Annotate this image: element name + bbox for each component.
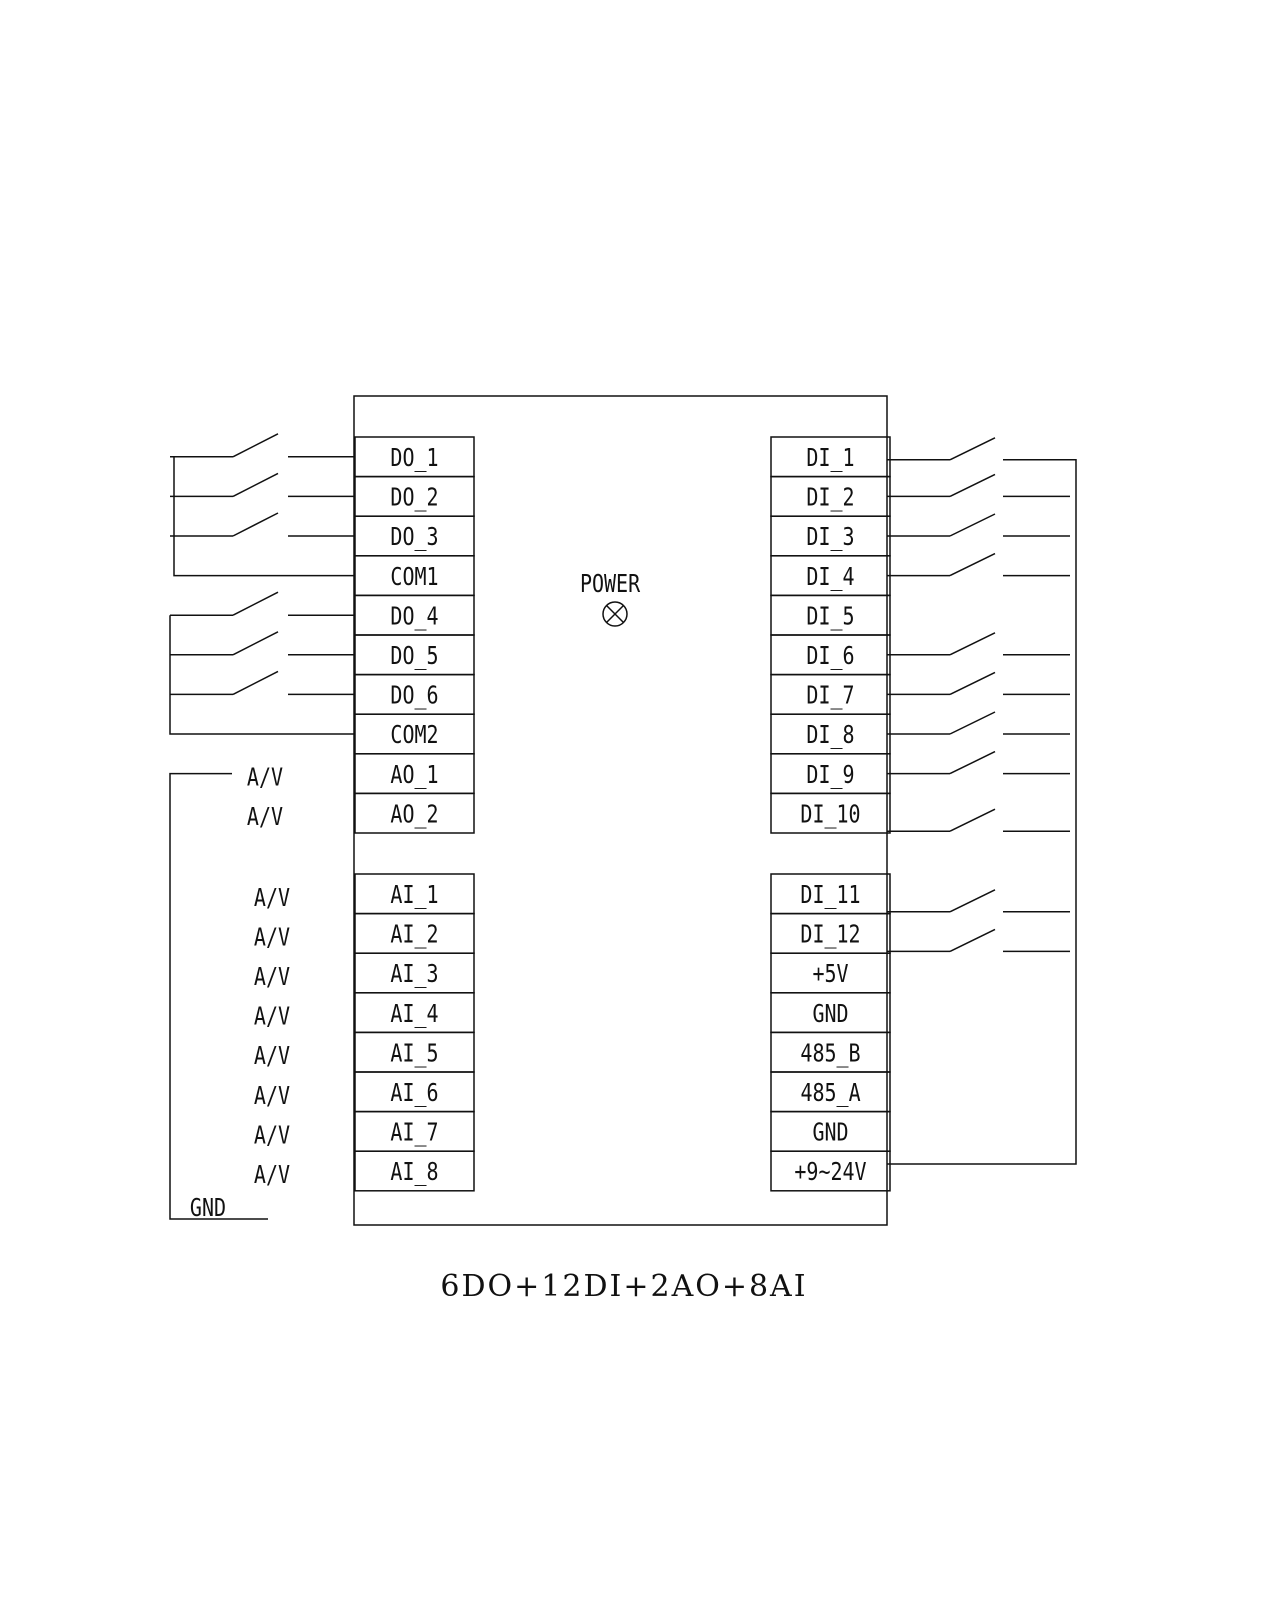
diagram-caption: 6DO+12DI+2AO+8AI	[440, 1269, 807, 1304]
analog-signal-label: A/V	[254, 884, 290, 913]
right-terminal: GND	[770, 992, 891, 1034]
left-terminal: DO_3	[354, 515, 475, 557]
terminal-label: DI_5	[806, 602, 854, 631]
terminal-label: DI_12	[800, 921, 860, 950]
right-terminal: DI_8	[770, 713, 891, 755]
terminal-label: AO_1	[390, 761, 438, 790]
power-lamp-icon	[602, 601, 628, 627]
left-terminal: AI_3	[354, 952, 475, 994]
terminal-label: DO_1	[390, 444, 438, 473]
terminal-label: AI_8	[390, 1158, 438, 1187]
left-terminal: DO_5	[354, 634, 475, 676]
right-terminal: DI_5	[770, 594, 891, 636]
terminal-label: +9~24V	[794, 1158, 866, 1187]
left-terminal: DO_4	[354, 594, 475, 636]
terminal-label: DO_4	[390, 602, 438, 631]
terminal-label: DO_6	[390, 682, 438, 711]
right-terminal: 485_B	[770, 1031, 891, 1073]
right-terminal: DI_11	[770, 873, 891, 915]
terminal-label: DI_10	[800, 800, 860, 829]
left-terminal: COM1	[354, 555, 475, 597]
terminal-label: DI_2	[806, 484, 854, 513]
power-label: POWER	[580, 570, 641, 599]
left-terminal: AO_2	[354, 792, 475, 834]
terminal-label: AI_2	[390, 921, 438, 950]
terminal-label: AI_4	[390, 1000, 438, 1029]
right-terminal: DI_4	[770, 555, 891, 597]
right-terminal: DI_1	[770, 436, 891, 478]
right-terminal: GND	[770, 1110, 891, 1152]
left-terminal: DO_6	[354, 673, 475, 715]
left-terminal: COM2	[354, 713, 475, 755]
left-terminal: AI_2	[354, 912, 475, 954]
terminal-label: DI_6	[806, 642, 854, 671]
terminal-label: DO_5	[390, 642, 438, 671]
analog-signal-label: A/V	[254, 1042, 290, 1071]
terminal-label: 485_A	[800, 1079, 861, 1108]
terminal-label: AO_2	[390, 800, 438, 829]
right-terminal: DI_6	[770, 634, 891, 676]
terminal-label: DO_3	[390, 523, 438, 552]
left-terminal: AI_8	[354, 1150, 475, 1192]
left-terminal: AI_5	[354, 1031, 475, 1073]
terminal-label: GND	[812, 1000, 848, 1029]
right-terminal: +5V	[770, 952, 891, 994]
terminal-label: DI_9	[806, 761, 854, 790]
left-terminal: AI_1	[354, 873, 475, 915]
terminal-label: DI_7	[806, 682, 854, 711]
gnd-label: GND	[190, 1194, 226, 1223]
analog-signal-label: A/V	[254, 1003, 290, 1032]
right-terminal: DI_10	[770, 792, 891, 834]
right-terminal: 485_A	[770, 1071, 891, 1113]
terminal-label: COM2	[390, 721, 438, 750]
left-terminal: AI_4	[354, 992, 475, 1034]
left-wiring	[169, 433, 354, 1220]
terminal-label: AI_7	[390, 1119, 438, 1148]
analog-labels: A/V A/V A/V A/V A/V A/V A/V A/V A/V A/V	[247, 764, 290, 1190]
analog-signal-label: A/V	[254, 1082, 290, 1111]
right-terminal: DI_2	[770, 475, 891, 517]
analog-signal-label: A/V	[247, 764, 283, 793]
terminal-block-right-top: DI_1DI_2DI_3DI_4DI_5DI_6DI_7DI_8DI_9DI_1…	[770, 436, 891, 834]
terminal-label: DO_2	[390, 484, 438, 513]
terminal-label: DI_11	[800, 881, 860, 910]
analog-signal-label: A/V	[254, 1121, 290, 1150]
terminal-label: DI_3	[806, 523, 854, 552]
terminal-label: +5V	[812, 960, 848, 989]
right-terminal: DI_9	[770, 753, 891, 795]
terminal-label: DI_8	[806, 721, 854, 750]
terminal-block-left-bottom: AI_1AI_2AI_3AI_4AI_5AI_6AI_7AI_8	[354, 873, 475, 1192]
terminal-label: GND	[812, 1119, 848, 1148]
left-terminal: AO_1	[354, 753, 475, 795]
analog-signal-label: A/V	[254, 963, 290, 992]
terminal-label: AI_3	[390, 960, 438, 989]
left-terminal: AI_7	[354, 1110, 475, 1152]
left-terminal: DO_2	[354, 475, 475, 517]
right-terminal: DI_7	[770, 673, 891, 715]
left-terminal: DO_1	[354, 436, 475, 478]
terminal-label: AI_5	[390, 1039, 438, 1068]
terminal-label: DI_4	[806, 563, 854, 592]
terminal-label: COM1	[390, 563, 438, 592]
analog-signal-label: A/V	[247, 803, 283, 832]
right-wiring	[887, 437, 1077, 1165]
right-terminal: DI_12	[770, 912, 891, 954]
terminal-label: AI_1	[390, 881, 438, 910]
right-terminal: DI_3	[770, 515, 891, 557]
terminal-label: AI_6	[390, 1079, 438, 1108]
terminal-label: DI_1	[806, 444, 854, 473]
analog-signal-label: A/V	[254, 923, 290, 952]
left-terminal: AI_6	[354, 1071, 475, 1113]
analog-signal-label: A/V	[254, 1161, 290, 1190]
right-terminal: +9~24V	[770, 1150, 891, 1192]
terminal-label: 485_B	[800, 1039, 860, 1068]
module-body	[353, 395, 888, 1226]
